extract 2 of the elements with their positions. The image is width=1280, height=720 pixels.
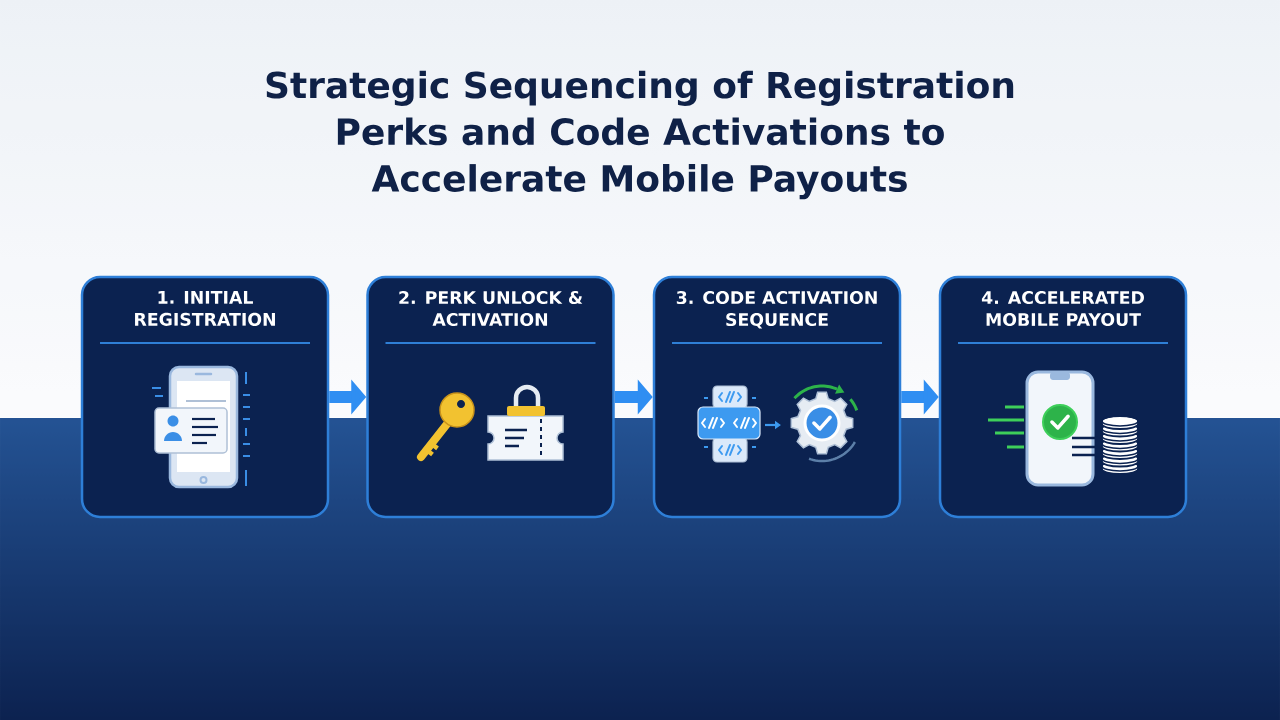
step-card: 2. PERK UNLOCK & ACTIVATION (366, 275, 615, 519)
title: Strategic Sequencing of Registration Perks and Code Activations to Accelerate Mobile Payouts (266, 70, 1014, 200)
